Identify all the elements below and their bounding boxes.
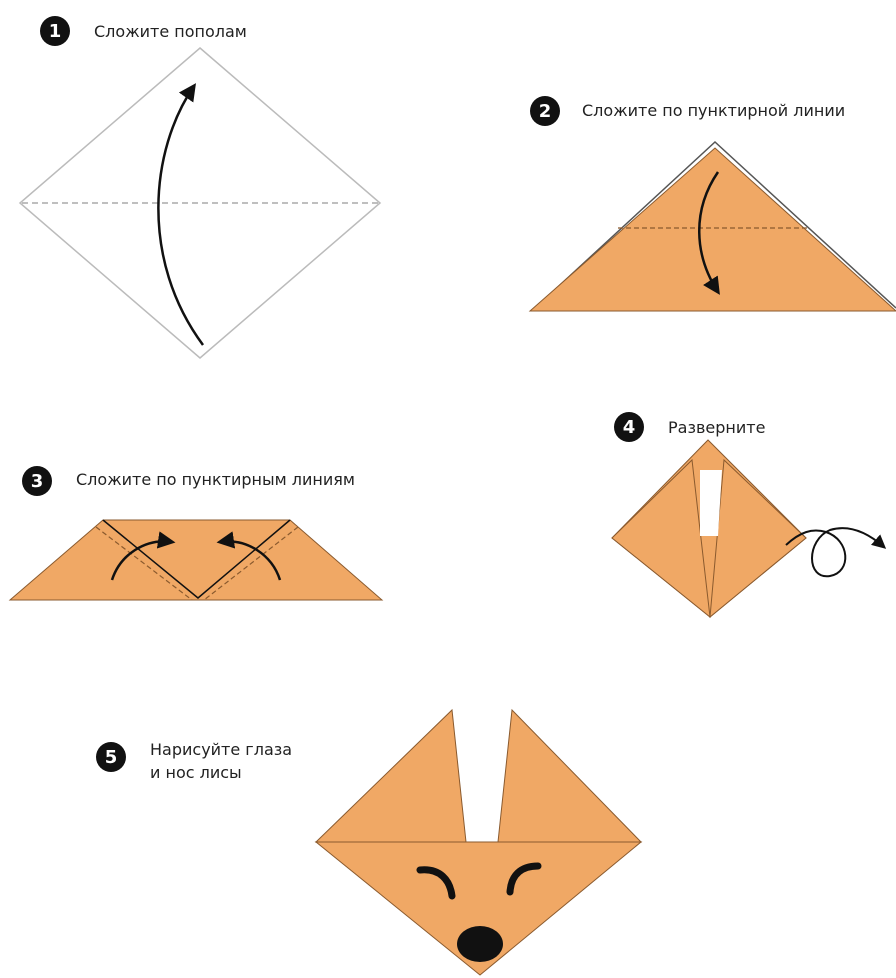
step-3-fold-arrow-right	[216, 531, 282, 581]
step-4-badge: 4	[614, 412, 644, 442]
step-4-gap	[700, 470, 722, 536]
step-4-turn-arrow	[785, 527, 887, 578]
step-4-figure	[611, 439, 887, 619]
step-1-label: Сложите пополам	[94, 22, 247, 41]
step-3-crease	[102, 519, 291, 599]
step-1-paper	[18, 47, 382, 359]
fox-right-eye	[506, 862, 542, 896]
step-2-fold-arrow	[698, 171, 720, 295]
fox-face	[314, 841, 643, 976]
step-4-right-ear	[709, 458, 807, 619]
fox-nose	[457, 926, 503, 962]
step-5-figure	[314, 708, 643, 976]
step-1-figure	[18, 47, 382, 359]
step-1-fold-arrow	[157, 83, 205, 346]
step-3-badge: 3	[22, 466, 52, 496]
step-2-back-edge	[534, 140, 896, 309]
step-2-paper	[528, 147, 896, 312]
fox-right-ear	[497, 708, 643, 843]
step-2-figure	[528, 140, 896, 312]
step-1-badge: 1	[40, 16, 70, 46]
step-3-figure	[8, 519, 384, 601]
step-4-left-ear	[611, 458, 711, 619]
step-5-label-line2: и нос лисы	[150, 763, 242, 782]
fox-left-ear	[314, 708, 467, 843]
fox-left-eye	[416, 866, 456, 900]
step-3-fold-line-left	[95, 526, 193, 601]
step-4-label: Разверните	[668, 418, 766, 437]
step-3-paper	[8, 519, 384, 601]
step-2-label: Сложите по пунктирной линии	[582, 101, 846, 120]
step-5-badge: 5	[96, 742, 126, 772]
step-2-badge: 2	[530, 96, 560, 126]
step-3-label: Сложите по пунктирным линиям	[76, 470, 355, 489]
step-5-label-line1: Нарисуйте глаза	[150, 740, 293, 759]
step-3-fold-arrow-left	[110, 531, 176, 581]
step-3-fold-line-right	[203, 526, 299, 601]
